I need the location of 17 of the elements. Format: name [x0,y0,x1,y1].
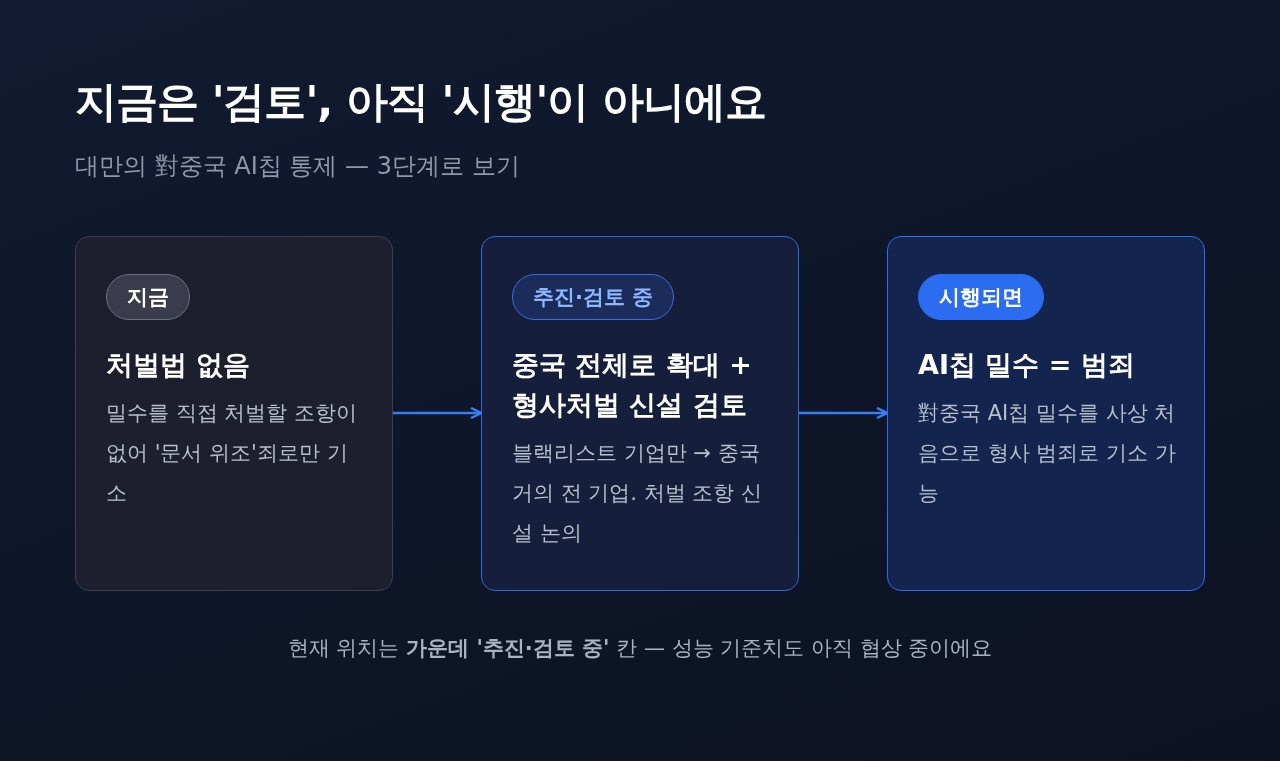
card-description: 밀수를 직접 처벌할 조항이 없어 '문서 위조'죄로만 기소 [106,400,359,507]
card-description: 블랙리스트 기업만 → 중국 거의 전 기업. 처벌 조항 신설 논의 [512,440,764,547]
stage-card [887,236,1205,591]
status-badge: 시행되면 [918,274,1044,320]
arrow [799,406,889,420]
status-badge: 추진·검토 중 [512,274,675,320]
card-heading: 처벌법 없음 [106,348,252,382]
title: 지금은 '검토', 아직 '시행'이 아니에요 [75,76,766,128]
caption: 현재 위치는 가운데 '추진·검토 중' 칸 — 성능 기준치도 아직 협상 중이에요 [286,635,994,662]
stage-card [75,236,393,591]
arrow [393,406,483,420]
stage-card [481,236,799,591]
status-badge: 지금 [106,274,190,320]
card-heading: AI칩 밀수 = 범죄 [918,348,1136,382]
card-heading: 중국 전체로 확대 + 형사처벌 신설 검토 [512,348,753,422]
card-description: 對중국 AI칩 밀수를 사상 처음으로 형사 범죄로 기소 가능 [918,400,1177,507]
subtitle: 대만의 對중국 AI칩 통제 — 3단계로 보기 [75,151,520,182]
